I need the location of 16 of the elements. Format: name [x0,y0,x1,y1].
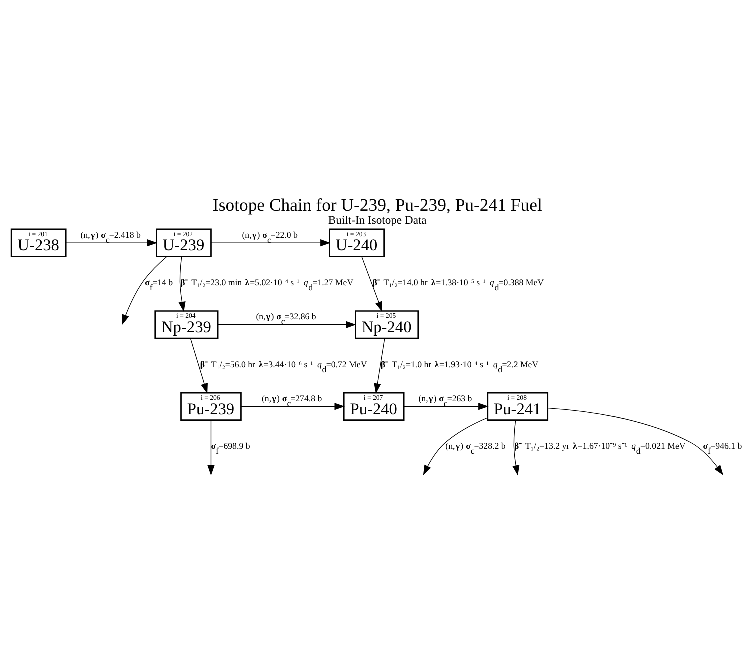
arrow [122,256,168,326]
arrow [548,408,724,476]
arrow [190,338,208,394]
arrow [211,240,331,247]
arrow [240,403,345,410]
arrow [374,338,386,394]
arrow [404,403,489,410]
caption: Built-In Isotope Data [328,214,427,227]
arrow [66,240,158,247]
arrow [178,256,186,312]
arrow [512,420,520,476]
arrow [208,420,215,476]
arrow [423,418,488,476]
arrow [218,321,356,328]
diagram-title: Isotope Chain for U-239, Pu-239, Pu-241 Fuel [212,194,542,215]
arrow [362,256,383,312]
